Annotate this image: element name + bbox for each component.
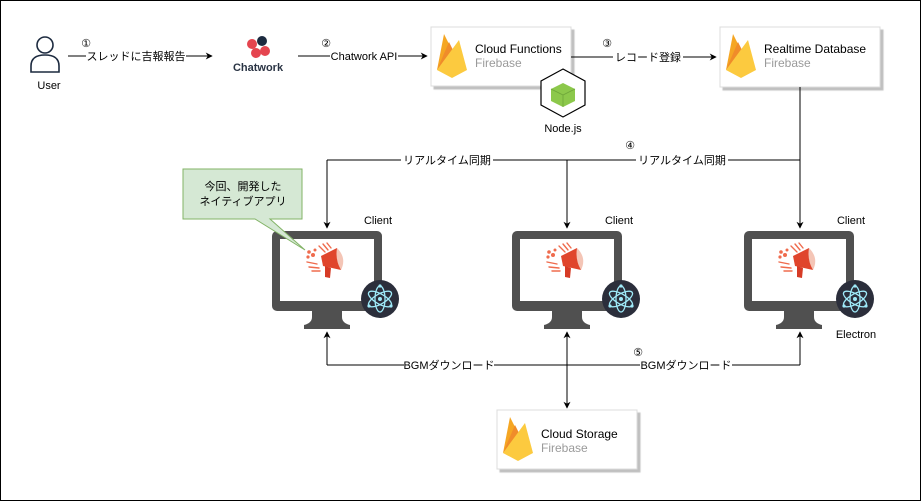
service-subtitle: Firebase [541, 441, 588, 455]
service-subtitle: Firebase [764, 56, 811, 70]
chatwork-logo [247, 36, 270, 58]
nodejs-label: Node.js [544, 123, 582, 135]
cloud-storage-node[interactable]: Cloud Storage Firebase [496, 409, 638, 470]
chatwork-label: Chatwork [233, 62, 284, 74]
monitor-icon [272, 231, 382, 329]
step-5-number: ⑤ [633, 347, 643, 359]
monitor-icon [512, 231, 622, 329]
cloud-functions-node[interactable]: Cloud Functions Firebase [430, 26, 572, 87]
native-app-callout: 今回、開発した ネイティブアプリ [182, 168, 306, 251]
step-2-number: ② [321, 38, 331, 50]
download-label-right: BGMダウンロード [640, 358, 731, 372]
step-2-label: Chatwork API [331, 51, 398, 63]
step-1-label: スレッドに吉報報告 [87, 50, 186, 63]
download-label-left: BGMダウンロード [403, 358, 494, 372]
step-4-number: ④ [625, 140, 635, 152]
electron-label: Electron [836, 329, 876, 341]
realtime-database-node[interactable]: Realtime Database Firebase [719, 26, 881, 88]
nodejs-hexagon-icon [540, 68, 586, 118]
callout-line-2: ネイティブアプリ [199, 194, 286, 208]
client-middle[interactable]: Client [512, 215, 641, 329]
service-title: Cloud Storage [541, 427, 618, 441]
client-label: Client [605, 215, 633, 227]
electron-icon [360, 279, 400, 319]
service-title: Realtime Database [764, 42, 866, 56]
service-title: Cloud Functions [475, 42, 562, 56]
electron-icon [835, 279, 875, 319]
sync-label-right: リアルタイム同期 [638, 154, 726, 167]
step-1-number: ① [81, 38, 91, 50]
service-subtitle: Firebase [475, 56, 522, 70]
client-left[interactable]: Client [272, 215, 400, 329]
step-3-number: ③ [602, 38, 612, 50]
step-3-label: レコード登録 [615, 50, 681, 64]
monitor-icon [744, 231, 854, 329]
client-label: Client [364, 215, 392, 227]
user-label: User [37, 80, 61, 92]
electron-icon [601, 279, 641, 319]
client-label: Client [837, 215, 865, 227]
client-right[interactable]: Client Electron [744, 215, 876, 341]
sync-label-left: リアルタイム同期 [403, 154, 491, 167]
callout-line-1: 今回、開発した [205, 179, 282, 193]
user-icon [30, 36, 60, 73]
